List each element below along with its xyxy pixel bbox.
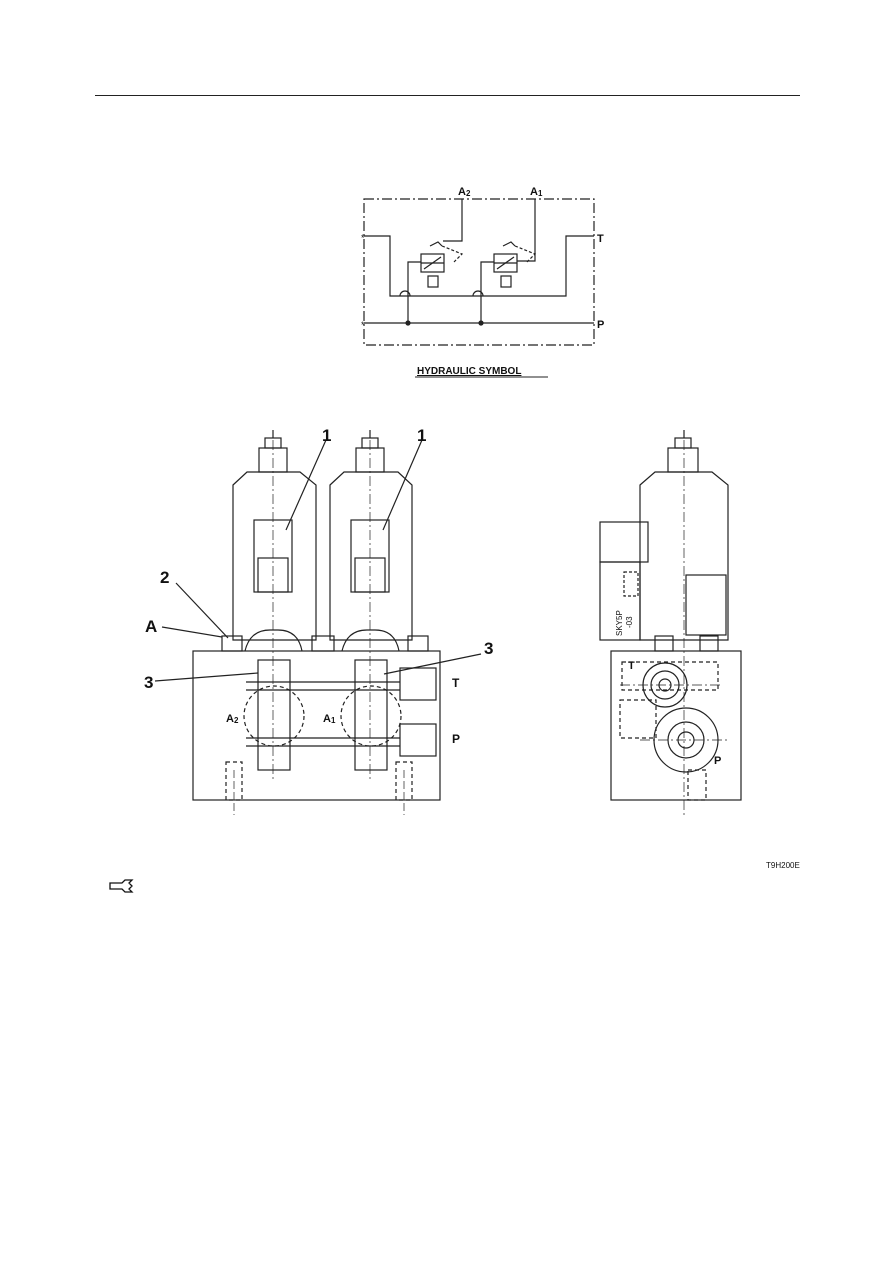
front-port-a2: A2	[226, 713, 239, 725]
side-view	[599, 430, 742, 815]
symbol-port-p: P	[597, 319, 604, 331]
side-port-p: P	[714, 755, 721, 767]
front-port-p: P	[452, 732, 460, 746]
symbol-caption: HYDRAULIC SYMBOL	[417, 366, 521, 377]
figure-code: T9H200E	[766, 861, 800, 870]
callout-a: A	[145, 617, 157, 636]
hydraulic-symbol: * *	[361, 198, 595, 346]
callout-2: 2	[160, 568, 169, 587]
callout-1-right: 1	[417, 426, 426, 445]
callout-3-right: 3	[484, 639, 493, 658]
side-stamp-line1: SKY5P	[615, 610, 624, 636]
side-port-t: T	[628, 660, 635, 672]
wrench-icon	[109, 879, 134, 893]
svg-text:*: *	[361, 320, 365, 330]
front-port-a1: A1	[323, 713, 336, 725]
side-stamp-line2: -03	[625, 616, 634, 628]
front-port-t: T	[452, 676, 460, 690]
symbol-port-a2: A2	[458, 186, 471, 198]
callout-3-left: 3	[144, 673, 153, 692]
symbol-port-a1: A1	[530, 186, 543, 198]
front-view	[154, 430, 482, 815]
symbol-port-t: T	[597, 233, 604, 245]
header-rule	[95, 95, 800, 96]
callout-1-left: 1	[322, 426, 331, 445]
svg-text:*: *	[361, 233, 365, 243]
symbol-frame	[363, 198, 595, 346]
